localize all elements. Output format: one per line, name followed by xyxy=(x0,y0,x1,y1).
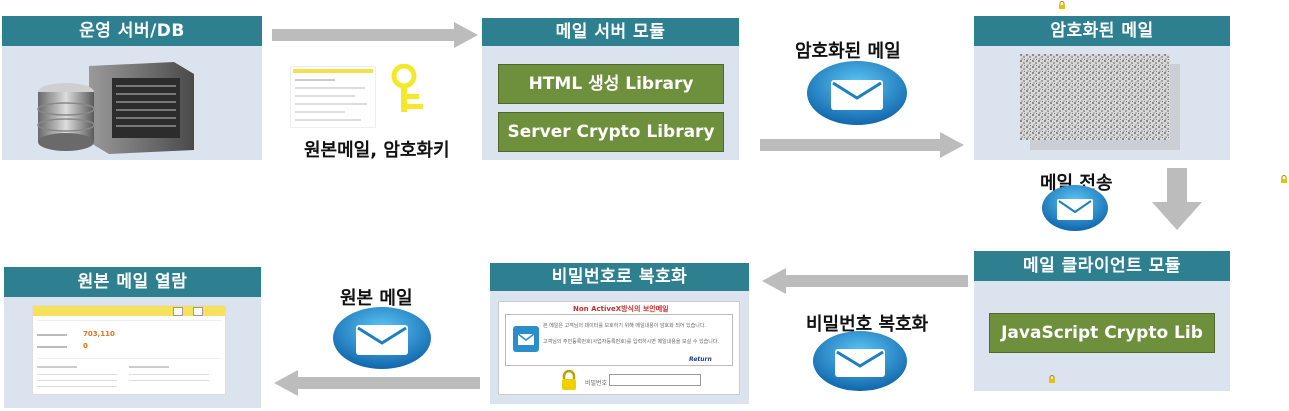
mail-server-title: 메일 서버 모듈 xyxy=(482,18,739,46)
decrypt-title: 비밀번호로 복호화 xyxy=(490,263,749,291)
password-decrypt-label: 비밀번호 복호화 xyxy=(806,314,929,335)
mail-server-box: 메일 서버 모듈 HTML 생성 Library Server Crypto L… xyxy=(482,18,739,160)
decrypt-box: 비밀번호로 복호화 Non ActiveX방식의 보안메일 본 메일은 고객님의… xyxy=(490,263,749,404)
arrow-right-2 xyxy=(760,132,964,158)
mail-client-box: 메일 클라이언트 모듈 JavaScript Crypto Lib xyxy=(974,251,1230,391)
javascript-crypto-library-box: JavaScript Crypto Lib xyxy=(989,313,1215,353)
ops-server-title: 운영 서버/DB xyxy=(2,16,262,46)
ops-server-box: 운영 서버/DB xyxy=(2,16,262,160)
server-db-icon xyxy=(37,62,194,154)
arrow-right-1 xyxy=(272,22,478,48)
lock-icon xyxy=(562,370,576,390)
key-icon xyxy=(391,64,423,112)
preview-small-value: 0 xyxy=(83,342,88,350)
arrow-down xyxy=(1152,168,1202,230)
envelope-icon xyxy=(1042,185,1108,231)
server-crypto-library-box: Server Crypto Library xyxy=(498,112,724,152)
view-mail-box: 원본 메일 열람 703,110 0 xyxy=(4,267,261,408)
arrow-left-2 xyxy=(274,370,480,396)
secure-mail-text-2: 고객님의 주민등록번호(사업자등록번호)를 입력하시면 메일내용을 보실 수 있… xyxy=(543,339,720,345)
html-library-box: HTML 생성 Library xyxy=(498,64,724,104)
noise-mail-icon xyxy=(1020,54,1180,150)
original-mail-label: 원본 메일 xyxy=(340,288,413,309)
password-input[interactable] xyxy=(609,374,701,386)
envelope-icon xyxy=(513,326,539,352)
lock-icon xyxy=(1281,175,1287,183)
envelope-icon xyxy=(333,307,431,369)
original-and-key-label: 원본메일, 암호화키 xyxy=(304,140,450,161)
original-mail-preview: 703,110 0 xyxy=(32,305,226,395)
lock-icon xyxy=(1049,375,1055,383)
secure-mail-panel: Non ActiveX방식의 보안메일 본 메일은 고객님의 데이터를 보호하기… xyxy=(498,301,740,395)
mail-client-title: 메일 클라이언트 모듈 xyxy=(974,251,1230,281)
view-mail-title: 원본 메일 열람 xyxy=(4,267,261,297)
mail-doc-icon xyxy=(290,66,376,128)
envelope-icon xyxy=(813,331,907,391)
return-logo: Return xyxy=(689,356,712,363)
secure-mail-panel-title: Non ActiveX방식의 보안메일 xyxy=(573,305,669,313)
arrow-left-1 xyxy=(762,268,968,294)
password-label: 비밀번호 xyxy=(585,380,608,387)
encrypted-mail-box: 암호화된 메일 xyxy=(974,16,1230,160)
encrypted-mail-title: 암호화된 메일 xyxy=(974,16,1230,46)
envelope-icon xyxy=(807,61,907,125)
secure-mail-text-1: 본 메일은 고객님의 데이터를 보호하기 위해 메일내용이 암호화 되어 있습니… xyxy=(543,323,707,329)
encrypted-mail-label: 암호화된 메일 xyxy=(795,41,901,62)
lock-icon xyxy=(1059,1,1065,9)
preview-amount: 703,110 xyxy=(83,330,115,338)
